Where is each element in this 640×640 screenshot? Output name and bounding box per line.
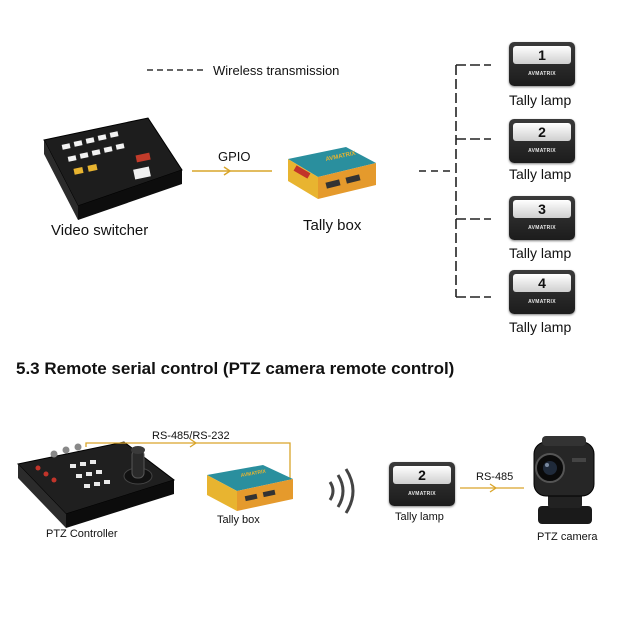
- tally-box-bottom-label: Tally box: [217, 514, 260, 526]
- tally-lamp-brand: AVMATRIX: [528, 299, 556, 305]
- ptz-controller-device: [17, 441, 176, 528]
- tally-lamp-4-label: Tally lamp: [509, 319, 572, 335]
- ptz-camera-device: [533, 436, 595, 524]
- tally-lamp-number: 2: [393, 466, 451, 484]
- tally-lamp-bottom: 2 AVMATRIX: [389, 462, 455, 506]
- tally-lamp-number: 4: [513, 274, 571, 292]
- tally-lamp-bottom-label: Tally lamp: [395, 511, 444, 523]
- wireless-branch-lines: [419, 64, 491, 298]
- tally-lamp-brand: AVMATRIX: [408, 491, 436, 497]
- tally-box-label: Tally box: [303, 217, 362, 234]
- tally-lamp-1: 1 AVMATRIX: [509, 42, 575, 86]
- video-switcher-label: Video switcher: [51, 222, 149, 239]
- serial-label: RS-485/RS-232: [152, 430, 230, 442]
- ptz-controller-label: PTZ Controller: [46, 528, 118, 540]
- tally-lamp-2: 2 AVMATRIX: [509, 119, 575, 163]
- tally-lamp-2-label: Tally lamp: [509, 166, 572, 182]
- svg-text:AVMATRIX: AVMATRIX: [240, 469, 267, 479]
- tally-box-device: AVMATRIX: [288, 147, 376, 199]
- video-switcher-device: [43, 117, 183, 220]
- tally-lamp-brand: AVMATRIX: [528, 225, 556, 231]
- rs485-label: RS-485: [476, 471, 514, 483]
- tally-lamp-number: 3: [513, 200, 571, 218]
- gpio-arrow: [192, 166, 272, 176]
- section-title: 5.3 Remote serial control (PTZ camera re…: [16, 359, 455, 378]
- wireless-waves-icon: [328, 468, 355, 514]
- tally-lamp-3-label: Tally lamp: [509, 245, 572, 261]
- tally-lamp-brand: AVMATRIX: [528, 71, 556, 77]
- tally-lamp-brand: AVMATRIX: [528, 148, 556, 154]
- tally-lamp-number: 2: [513, 123, 571, 141]
- gpio-label: GPIO: [218, 149, 251, 164]
- tally-box-bottom-device: AVMATRIX: [207, 465, 293, 511]
- tally-lamp-4: 4 AVMATRIX: [509, 270, 575, 314]
- tally-lamp-3: 3 AVMATRIX: [509, 196, 575, 240]
- tally-lamp-number: 1: [513, 46, 571, 64]
- ptz-camera-label: PTZ camera: [537, 531, 598, 543]
- wireless-legend: Wireless transmission: [147, 63, 357, 79]
- rs485-arrow: [460, 483, 524, 493]
- dashed-line-icon: [147, 69, 207, 71]
- wireless-legend-text: Wireless transmission: [213, 63, 340, 78]
- tally-lamp-1-label: Tally lamp: [509, 92, 572, 108]
